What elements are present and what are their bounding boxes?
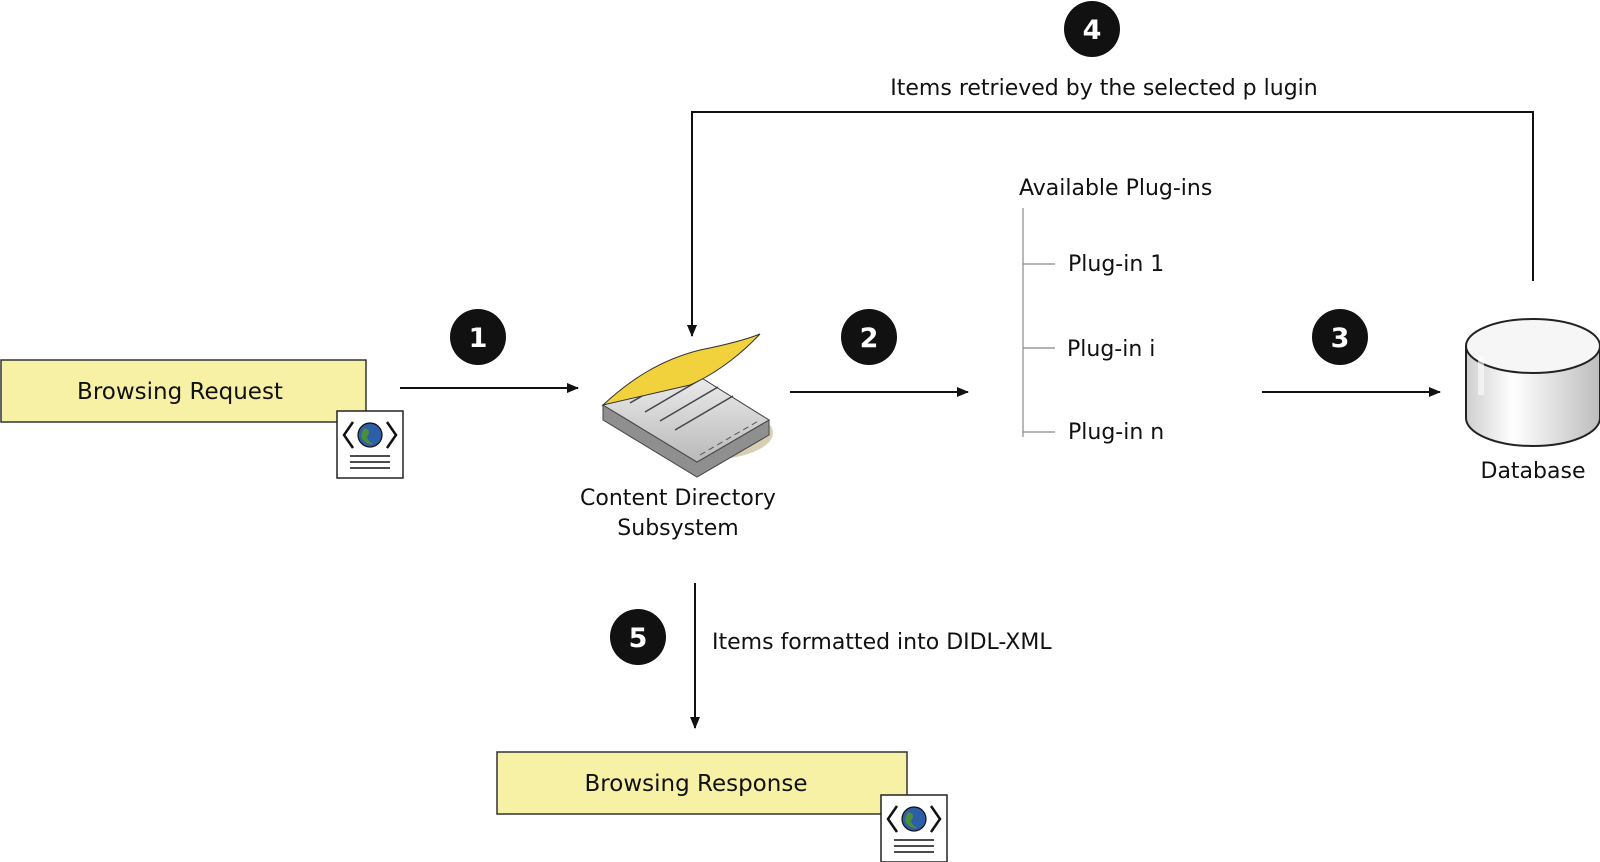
plugin-item-1: Plug-in 1 (1068, 252, 1164, 277)
retrieved-annotation: Items retrieved by the selected p lugin (890, 76, 1317, 101)
subsystem-label-line2: Subsystem (617, 516, 738, 541)
step-2-number: 2 (860, 323, 879, 354)
web-document-icon (880, 794, 948, 862)
step-5-number: 5 (629, 623, 648, 654)
plugin-item-i: Plug-in i (1067, 337, 1155, 362)
step-2-badge: 2 (841, 309, 897, 365)
database-icon (1465, 318, 1600, 447)
step-1-badge: 1 (450, 309, 506, 365)
plugin-item-n: Plug-in n (1068, 420, 1164, 445)
formatted-annotation: Items formatted into DIDL-XML (712, 630, 1052, 655)
step-4-badge: 4 (1064, 1, 1120, 57)
browsing-request-box: Browsing Request (0, 359, 367, 423)
subsystem-label-line1: Content Directory (580, 486, 776, 511)
plugins-title: Available Plug-ins (1019, 176, 1212, 201)
step-4-number: 4 (1083, 15, 1102, 46)
browsing-response-box: Browsing Response (496, 751, 908, 815)
plugins-tree: Available Plug-ins Plug-in 1 Plug-in i P… (1019, 176, 1212, 445)
web-document-icon (336, 410, 404, 479)
browsing-request-label: Browsing Request (77, 379, 283, 405)
book-icon (601, 333, 773, 478)
database-label: Database (1481, 459, 1586, 484)
step-3-number: 3 (1331, 323, 1350, 354)
step-5-badge: 5 (610, 609, 666, 665)
step-3-badge: 3 (1312, 309, 1368, 365)
arrow-database-to-subsystem (687, 111, 1534, 337)
browsing-response-label: Browsing Response (585, 771, 808, 797)
step-1-number: 1 (469, 323, 488, 354)
